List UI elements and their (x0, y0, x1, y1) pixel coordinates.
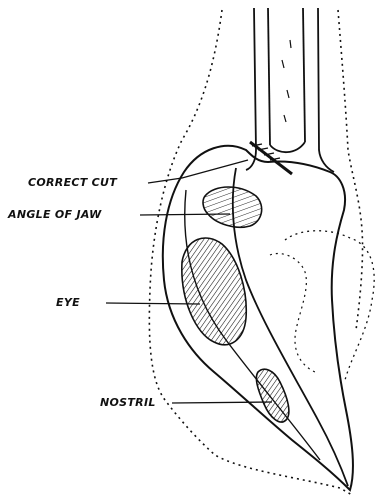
label-nostril: NOSTRIL (100, 396, 156, 409)
outer-neck-outline-right (338, 10, 363, 330)
label-angle-of-jaw: ANGLE OF JAW (8, 208, 102, 221)
dotted-lobe-right (285, 231, 374, 380)
label-correct-cut: CORRECT CUT (28, 176, 117, 189)
dotted-lobe-inner (270, 254, 315, 372)
label-eye: EYE (56, 296, 80, 309)
jaw-angle-shape (203, 187, 262, 227)
outer-head-outline (149, 10, 352, 495)
eye-shape (182, 238, 246, 345)
leader-eye (106, 303, 200, 304)
leader-correct-cut (148, 160, 248, 183)
leader-nostril (172, 402, 272, 403)
